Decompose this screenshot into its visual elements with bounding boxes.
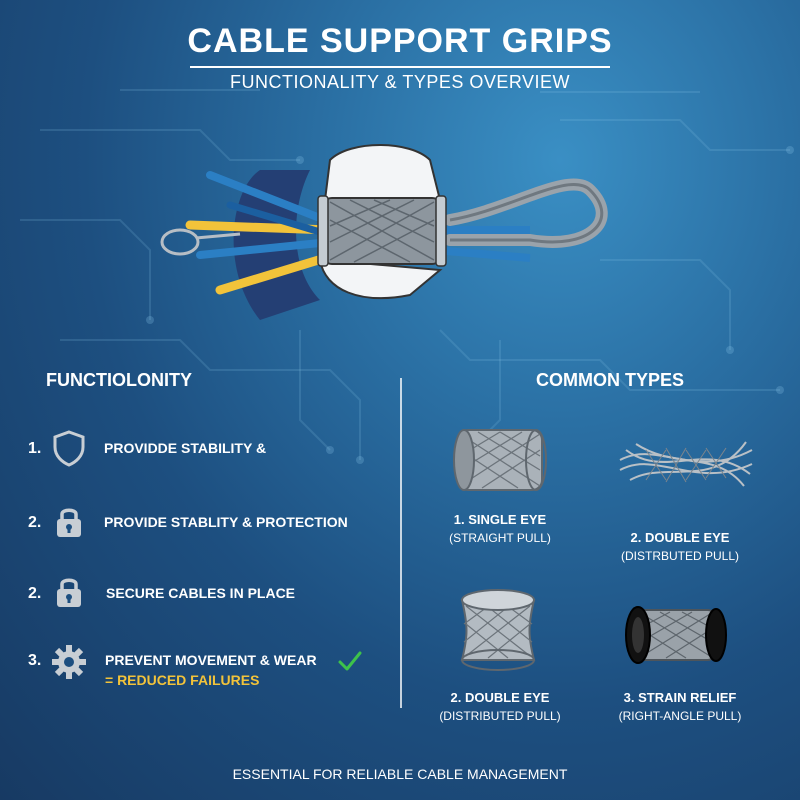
functionality-item-number: 1. bbox=[28, 440, 42, 457]
strain-relief-grip-image bbox=[625, 606, 727, 664]
page-title: CABLE SUPPORT GRIPS bbox=[187, 22, 613, 60]
type-strain-relief-label: 3. STRAIN RELIEF (RIGHT-ANGLE PULL) bbox=[600, 690, 760, 723]
functionality-item-number: 2. bbox=[28, 514, 42, 531]
functionality-item-accent: = REDUCED FAILURES bbox=[105, 672, 260, 688]
type-subtitle: (STRAIGHT PULL) bbox=[449, 531, 551, 545]
lock-icon bbox=[57, 578, 81, 607]
functionality-item-text: PROVIDE STABLITY & PROTECTION bbox=[104, 514, 348, 530]
functionality-item-text: SECURE CABLES IN PLACE bbox=[106, 585, 296, 601]
functionality-item-text: PREVENT MOVEMENT & WEAR bbox=[105, 652, 317, 668]
single-eye-grip-image bbox=[453, 429, 547, 491]
type-subtitle: (DISTRBUTED PULL) bbox=[620, 549, 739, 563]
double-eye-grip-image bbox=[619, 441, 753, 487]
type-subtitle: (RIGHT-ANGLE PULL) bbox=[618, 709, 742, 723]
type-subtitle: (DISTRIBUTED PULL) bbox=[439, 709, 561, 723]
footer-tagline: ESSENTIAL FOR RELIABLE CABLE MANAGEMENT bbox=[232, 766, 568, 782]
type-title: 2. DOUBLE EYE bbox=[450, 690, 550, 705]
common-types-heading: COMMON TYPES bbox=[536, 370, 685, 390]
functionality-heading: FUNCTIOLONITY bbox=[46, 370, 192, 390]
functionality-item-number: 2. bbox=[28, 585, 42, 602]
type-title: 1. SINGLE EYE bbox=[453, 512, 547, 527]
shield-icon bbox=[53, 430, 85, 467]
double-eye-drum-grip-image bbox=[460, 589, 536, 671]
title-underline bbox=[190, 66, 610, 68]
lock-icon bbox=[57, 508, 81, 537]
column-divider bbox=[400, 378, 402, 708]
functionality-item-text: PROVIDDE STABILITY & bbox=[104, 440, 267, 456]
type-title: 2. DOUBLE EYE bbox=[630, 530, 730, 545]
page-subtitle: FUNCTIONALITY & TYPES OVERVIEW bbox=[229, 72, 571, 92]
type-double-eye-label: 2. DOUBLE EYE (DISTRIBUTED PULL) bbox=[420, 690, 580, 723]
functionality-item-number: 3. bbox=[28, 652, 42, 669]
gear-icon bbox=[52, 645, 86, 679]
type-single-eye-label: 1. SINGLE EYE (STRAIGHT PULL) bbox=[420, 512, 580, 545]
type-title: 3. STRAIN RELIEF bbox=[623, 690, 737, 705]
type-double-eye-label: 2. DOUBLE EYE (DISTRBUTED PULL) bbox=[600, 530, 760, 563]
check-icon bbox=[338, 651, 362, 671]
hand-gripping-cables-illustration bbox=[160, 144, 608, 320]
